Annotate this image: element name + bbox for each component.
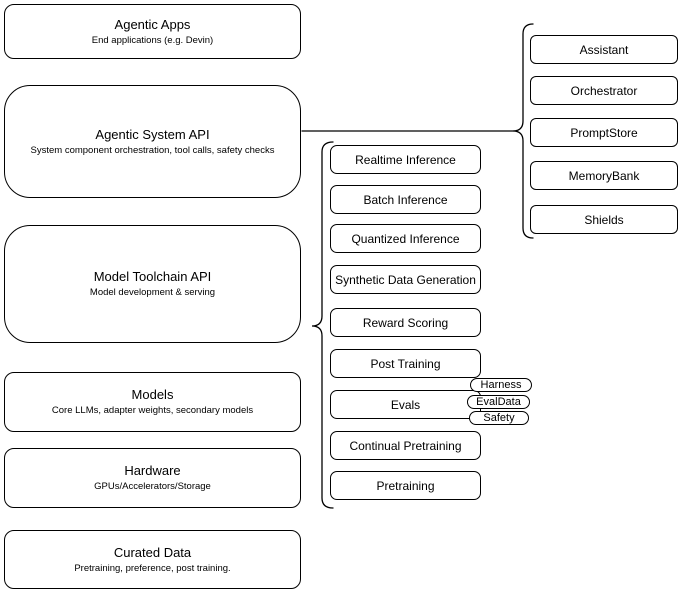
service-box-post-training: Post Training [330, 349, 481, 378]
component-box-assistant: Assistant [530, 35, 678, 64]
stack-box-agentic-system-api: Agentic System API System component orch… [4, 85, 301, 198]
evals-tag-evaldata: EvalData [467, 395, 530, 409]
evals-tag-safety: Safety [469, 411, 529, 425]
box-subtitle: End applications (e.g. Devin) [91, 34, 214, 46]
box-title: Curated Data [113, 544, 192, 560]
box-subtitle: Core LLMs, adapter weights, secondary mo… [51, 405, 254, 416]
box-subtitle: GPUs/Accelerators/Storage [94, 481, 211, 492]
box-subtitle: Model development & serving [89, 287, 216, 298]
component-box-orchestrator: Orchestrator [530, 76, 678, 105]
box-title: Model Toolchain API [93, 269, 212, 284]
stack-box-model-toolchain-api: Model Toolchain API Model development & … [4, 225, 301, 343]
stack-box-agentic-apps: Agentic Apps End applications (e.g. Devi… [4, 4, 301, 59]
service-box-evals: Evals [330, 390, 481, 419]
stack-box-models: Models Core LLMs, adapter weights, secon… [4, 372, 301, 432]
box-subtitle: System component orchestration, tool cal… [30, 144, 275, 156]
stack-box-curated-data: Curated Data Pretraining, preference, po… [4, 530, 301, 589]
evals-tag-harness: Harness [470, 378, 532, 392]
box-title: Models [131, 387, 174, 402]
service-box-pretraining: Pretraining [330, 471, 481, 500]
stack-box-hardware: Hardware GPUs/Accelerators/Storage [4, 448, 301, 508]
box-title: Agentic System API [95, 126, 210, 142]
service-box-quantized-inference: Quantized Inference [330, 224, 481, 253]
service-box-realtime-inference: Realtime Inference [330, 145, 481, 174]
box-title: Hardware [124, 463, 181, 478]
component-box-shields: Shields [530, 205, 678, 234]
service-box-synthetic-data-generation: Synthetic Data Generation [330, 265, 481, 294]
box-title: Agentic Apps [114, 16, 191, 32]
service-box-batch-inference: Batch Inference [330, 185, 481, 214]
component-box-memorybank: MemoryBank [530, 161, 678, 190]
component-box-promptstore: PromptStore [530, 118, 678, 147]
service-box-reward-scoring: Reward Scoring [330, 308, 481, 337]
box-subtitle: Pretraining, preference, post training. [74, 562, 231, 574]
service-box-continual-pretraining: Continual Pretraining [330, 431, 481, 460]
